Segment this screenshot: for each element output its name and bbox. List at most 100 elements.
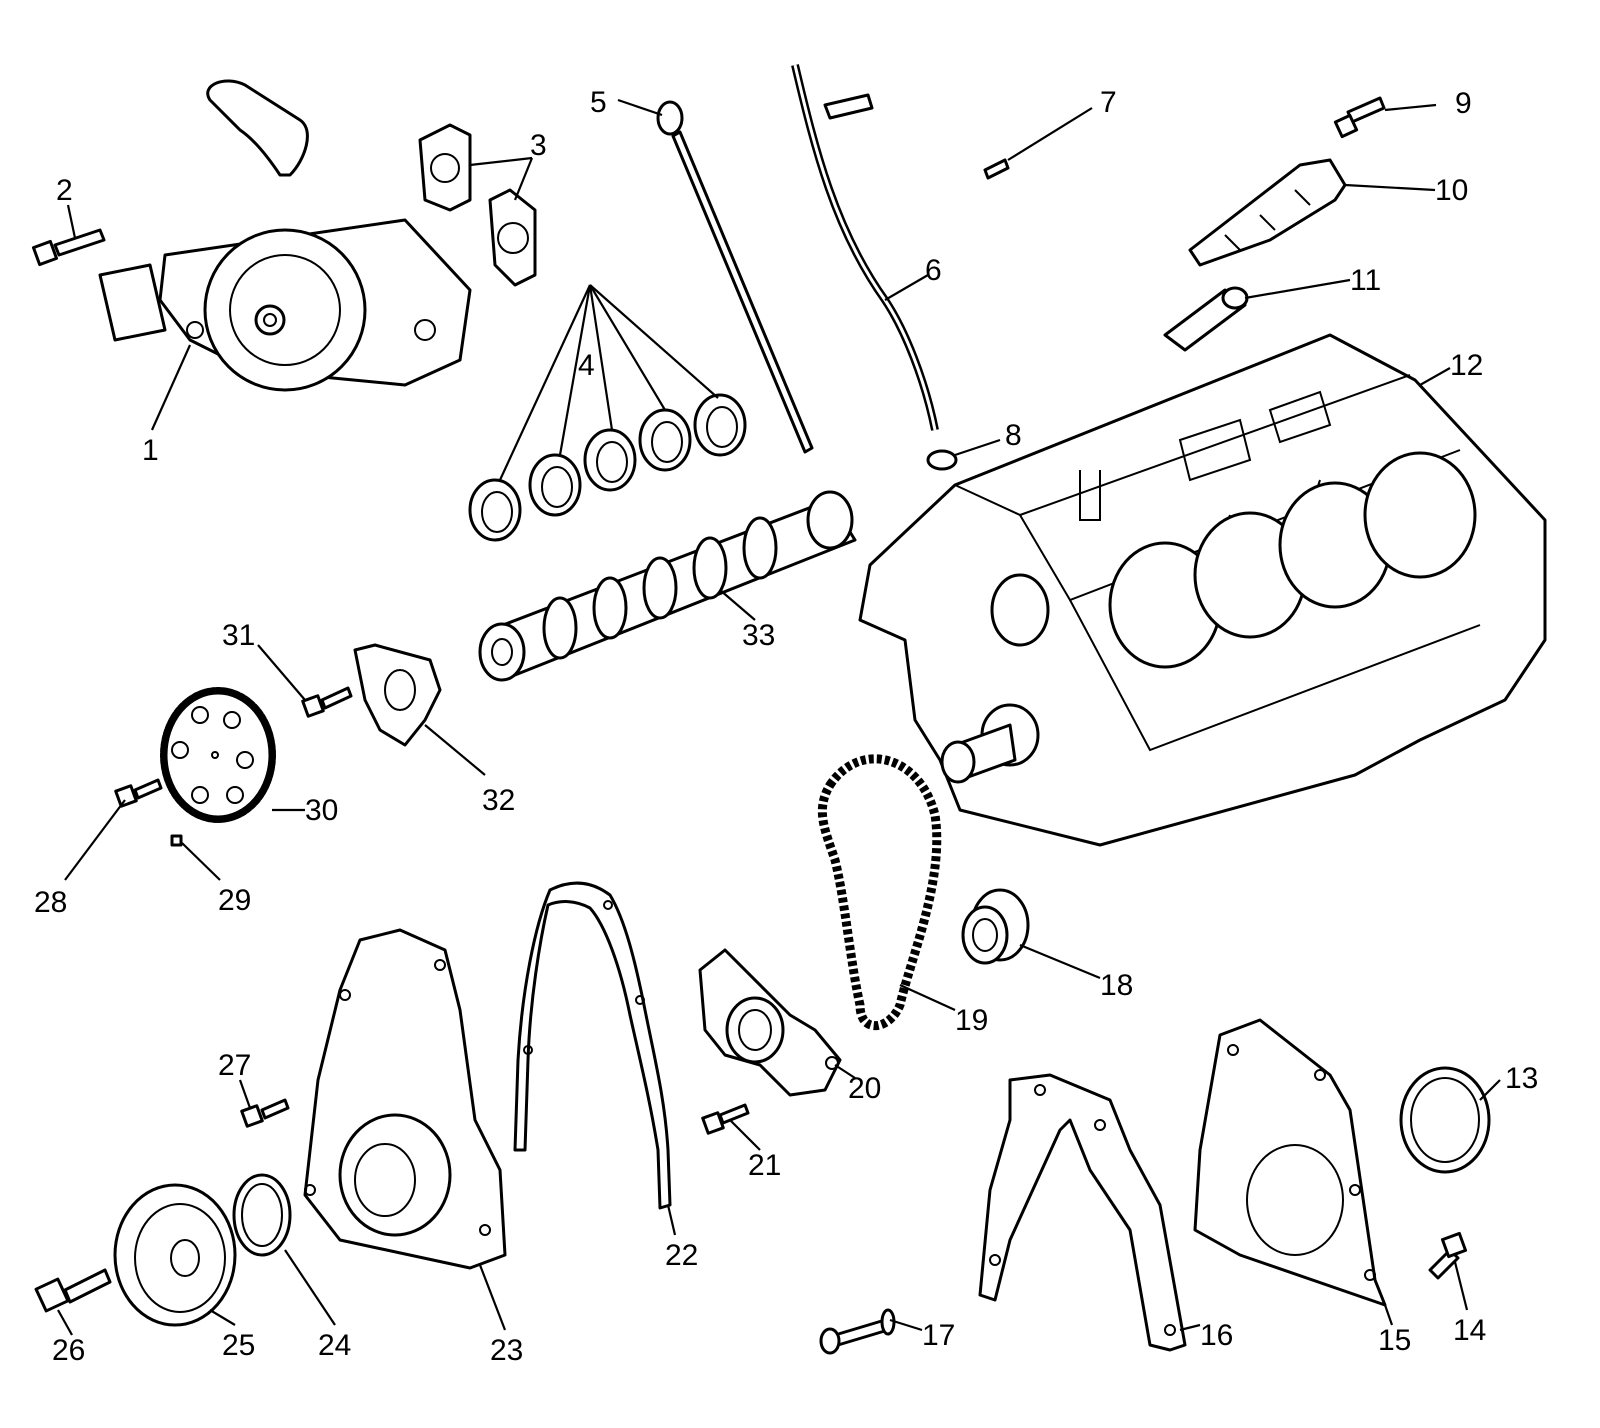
callout-17: 17 — [922, 1319, 955, 1352]
callout-20: 20 — [848, 1072, 881, 1105]
sensor-11 — [1163, 286, 1249, 352]
leader-15 — [1383, 1304, 1394, 1326]
callout-32: 32 — [482, 784, 515, 817]
leader-10 — [1344, 183, 1436, 192]
callout-29: 29 — [218, 884, 251, 917]
leader-17 — [889, 1318, 923, 1332]
dipstick-tube — [791, 64, 939, 431]
callout-33: 33 — [742, 619, 775, 652]
bolt-31 — [301, 686, 353, 718]
pump-bolt — [31, 228, 106, 267]
oil-pump — [698, 948, 842, 1097]
crankshaft-balancer — [113, 1183, 237, 1327]
leader-26 — [57, 1309, 73, 1336]
callout-5: 5 — [590, 86, 607, 119]
callout-26: 26 — [52, 1334, 85, 1367]
callout-15: 15 — [1378, 1324, 1411, 1357]
water-pump — [98, 79, 472, 392]
callout-1: 1 — [142, 434, 159, 467]
leader-14 — [1453, 1261, 1469, 1311]
leader-12 — [1419, 367, 1451, 386]
callout-14: 14 — [1453, 1314, 1486, 1347]
leader-27 — [238, 1079, 252, 1109]
leader-20 — [834, 1064, 856, 1079]
bolt-28 — [114, 778, 163, 808]
callout-19: 19 — [955, 1004, 988, 1037]
callout-30: 30 — [305, 794, 338, 827]
leader-18 — [1019, 943, 1101, 980]
callout-11: 11 — [1350, 264, 1381, 297]
callout-8: 8 — [1005, 419, 1022, 452]
callout-18: 18 — [1100, 969, 1133, 1002]
camshaft-bearings — [468, 393, 747, 542]
leader-32 — [424, 724, 486, 776]
leader-33 — [719, 589, 756, 621]
leader-25 — [209, 1309, 236, 1326]
bolt-9 — [1333, 96, 1386, 139]
balancer-bolt — [34, 1268, 112, 1313]
leader-4d — [589, 284, 666, 411]
pump-gaskets — [418, 123, 537, 287]
callout-31: 31 — [222, 619, 255, 652]
leader-4c — [588, 284, 614, 431]
sensor-harness-10 — [1188, 158, 1347, 267]
callout-27: 27 — [218, 1049, 251, 1082]
bolt-21 — [701, 1103, 750, 1135]
bolt-14 — [1428, 1231, 1468, 1280]
oil-dipstick — [656, 100, 814, 454]
leader-8 — [954, 438, 1001, 457]
leader-9 — [1384, 103, 1437, 112]
leader-4a — [499, 284, 591, 481]
callout-16: 16 — [1200, 1319, 1233, 1352]
timing-chain — [817, 754, 942, 1031]
rear-main-seal — [1399, 1066, 1491, 1174]
callout-13: 13 — [1505, 1062, 1538, 1095]
leader-16 — [1179, 1323, 1201, 1332]
leader-22 — [666, 1204, 677, 1236]
front-cover-gasket — [513, 881, 672, 1210]
callout-24: 24 — [318, 1329, 351, 1362]
camshaft-sprocket — [160, 687, 276, 823]
leader-11 — [1244, 278, 1351, 300]
callout-21: 21 — [748, 1149, 781, 1182]
leader-lines — [57, 98, 1501, 1336]
callout-2: 2 — [56, 174, 73, 207]
leader-7 — [1007, 107, 1093, 161]
callout-labels: 1 2 3 4 5 6 7 8 9 10 11 12 13 14 15 16 1… — [34, 86, 1538, 1367]
bolt-27 — [240, 1098, 290, 1128]
leader-24 — [284, 1249, 336, 1326]
callout-25: 25 — [222, 1329, 255, 1362]
leader-2 — [66, 204, 77, 239]
leader-4b — [558, 284, 592, 456]
leader-5 — [617, 98, 663, 117]
leader-3a — [469, 156, 533, 167]
small-bolt-7 — [983, 158, 1010, 180]
o-ring — [926, 449, 958, 471]
leader-19 — [899, 983, 956, 1012]
camshaft-retainer-plate — [353, 643, 442, 747]
leader-3b — [513, 157, 534, 201]
leader-31 — [257, 644, 306, 701]
callout-10: 10 — [1435, 174, 1468, 207]
callout-12: 12 — [1450, 349, 1483, 382]
engine-block — [858, 333, 1547, 847]
callout-6: 6 — [925, 254, 942, 287]
dowel-pin-29 — [170, 834, 183, 847]
leader-21 — [729, 1119, 761, 1151]
leader-28 — [64, 799, 126, 881]
leader-29 — [181, 842, 221, 881]
leader-23 — [478, 1264, 507, 1331]
leader-1 — [150, 344, 192, 431]
rear-cover-gasket — [978, 1073, 1187, 1352]
callout-22: 22 — [665, 1239, 698, 1272]
camshaft — [478, 490, 857, 682]
bolt-17 — [819, 1308, 896, 1355]
crankshaft-sprocket — [961, 888, 1030, 965]
leader-4e — [589, 284, 719, 399]
rear-cover — [1193, 1018, 1387, 1307]
callout-7: 7 — [1100, 86, 1117, 119]
front-timing-cover — [303, 928, 507, 1270]
front-crank-seal — [232, 1173, 292, 1257]
callout-23: 23 — [490, 1334, 523, 1367]
